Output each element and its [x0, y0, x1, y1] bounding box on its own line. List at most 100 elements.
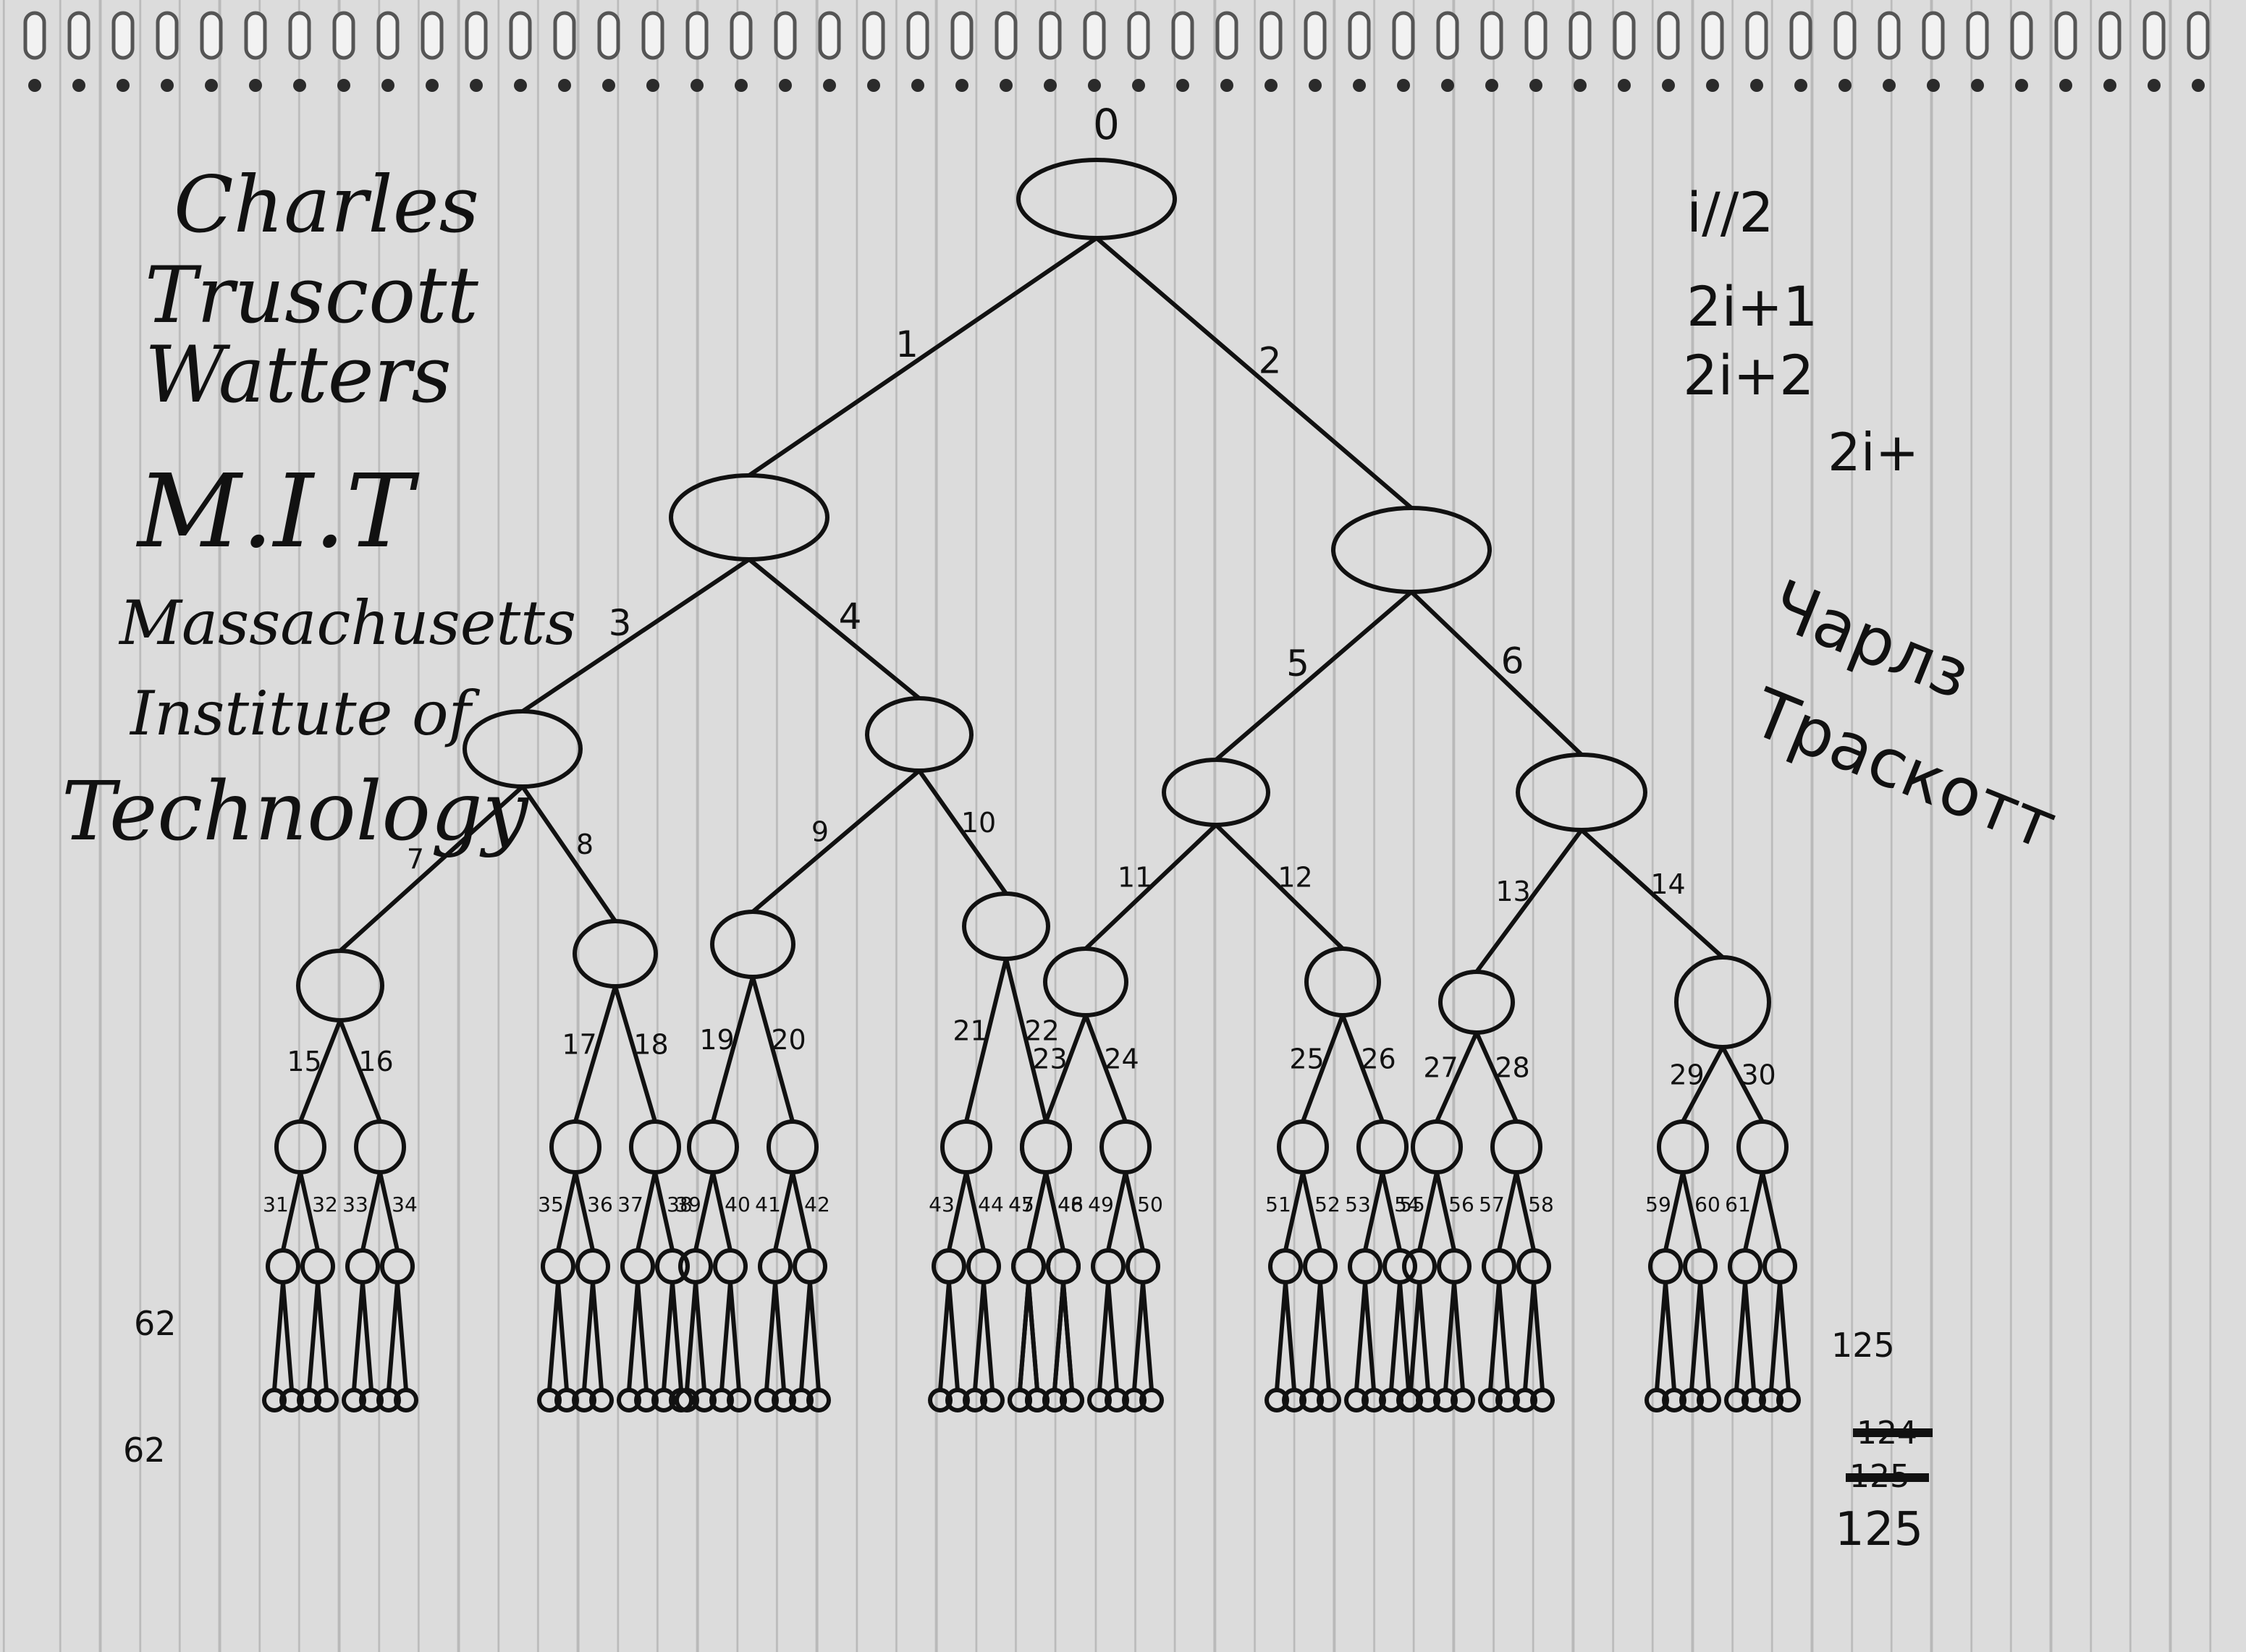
- spiral-ring: [1436, 11, 1459, 60]
- edge-label: 5: [1286, 643, 1309, 685]
- leaf-node: [1361, 1388, 1386, 1412]
- leaf-edge: [582, 1280, 595, 1392]
- spiral-ring: [2187, 11, 2210, 60]
- edge-label: 3: [609, 602, 632, 644]
- leaf-node: [1662, 1388, 1686, 1412]
- spiral-ring: [950, 11, 974, 60]
- edge-label: 13: [1495, 876, 1530, 907]
- leaf-edge: [1283, 1280, 1296, 1392]
- leaf-node: [1495, 1388, 1520, 1412]
- tree-node: [1331, 506, 1492, 594]
- binding-hole: [2148, 79, 2161, 92]
- spiral-ring: [1524, 11, 1548, 60]
- leaf-edge: [1409, 1280, 1422, 1392]
- edge-label: 50: [1137, 1193, 1163, 1216]
- tree-node: [1657, 1119, 1709, 1174]
- binding-hole: [1397, 79, 1410, 92]
- tree-node: [932, 1248, 966, 1284]
- leaf-edge: [1363, 1280, 1376, 1392]
- edge-label: 11: [1118, 862, 1152, 894]
- tree-edge: [653, 1170, 675, 1253]
- edge-label: 48: [1057, 1193, 1084, 1216]
- tree-edge: [1497, 1170, 1519, 1253]
- institute-line-3: Technology: [62, 765, 530, 859]
- cyrillic-surname: Траскотт: [1742, 674, 2067, 865]
- edge-label: 28: [1495, 1052, 1529, 1084]
- leaf-edge: [1398, 1280, 1411, 1392]
- tree-node: [274, 1119, 326, 1174]
- tree-node: [1728, 1248, 1762, 1284]
- tree-node: [620, 1248, 655, 1284]
- tree-node: [296, 949, 384, 1022]
- leaf-node: [709, 1388, 734, 1412]
- binding-hole: [1000, 79, 1013, 92]
- binding-hole: [1750, 79, 1763, 92]
- tree-node: [966, 1248, 1001, 1284]
- binding-hole: [249, 79, 262, 92]
- spiral-ring: [1966, 11, 1989, 60]
- leaf-node: [789, 1388, 814, 1412]
- leaf-edge: [1488, 1280, 1501, 1392]
- leaf-node: [1265, 1388, 1289, 1412]
- spiral-ring: [200, 11, 223, 60]
- edge-label: 60: [1694, 1193, 1721, 1216]
- binding-hole: [1441, 79, 1454, 92]
- tree-node: [629, 1119, 681, 1174]
- leaf-node: [675, 1388, 699, 1412]
- leaf-node: [376, 1388, 401, 1412]
- leaf-node: [1025, 1388, 1050, 1412]
- binding-hole: [691, 79, 704, 92]
- spiral-ring: [2010, 11, 2033, 60]
- leaf-node: [359, 1388, 384, 1412]
- tree-edge: [613, 984, 657, 1124]
- edge-label: 6: [1501, 640, 1524, 682]
- tree-node: [266, 1248, 300, 1284]
- spiral-ring: [1569, 11, 1592, 60]
- tree-node: [1091, 1248, 1126, 1284]
- leaf-node: [1433, 1388, 1458, 1412]
- binding-hole: [1618, 79, 1631, 92]
- tree-edge: [1283, 1170, 1305, 1253]
- tree-edge: [751, 975, 795, 1124]
- tree-edge: [1004, 957, 1048, 1124]
- tree-edge: [338, 1018, 382, 1124]
- leaf-node: [554, 1388, 579, 1412]
- tree-edge: [573, 984, 617, 1124]
- binding-hole: [1529, 79, 1542, 92]
- leaf-edge: [719, 1280, 733, 1392]
- formula-left-child: 2i+1: [1686, 274, 1818, 339]
- edge-label: 47: [1008, 1193, 1034, 1216]
- leaf-edge: [1275, 1280, 1288, 1392]
- edge-label: 55: [1399, 1193, 1425, 1216]
- leaf-edge: [1769, 1280, 1782, 1392]
- binding-hole: [911, 79, 924, 92]
- leaf-node: [1398, 1388, 1423, 1412]
- edge-label: 2: [1259, 340, 1282, 382]
- tree-node: [940, 1119, 992, 1174]
- formula-partial: 2i+: [1828, 422, 1919, 483]
- spiral-ring: [995, 11, 1018, 60]
- spiral-ring: [553, 11, 576, 60]
- leaf-node: [1742, 1388, 1766, 1412]
- tree-edge: [636, 1170, 657, 1253]
- tree-node: [1277, 1119, 1329, 1174]
- leaf-node: [945, 1388, 970, 1412]
- tree-node: [1411, 1119, 1463, 1174]
- edge-label: 25: [1289, 1043, 1324, 1075]
- leaf-edge: [1655, 1280, 1668, 1392]
- leaf-node: [1042, 1388, 1067, 1412]
- tree-node: [1736, 1119, 1789, 1174]
- binding-hole: [1132, 79, 1145, 92]
- tree-edge: [556, 1170, 578, 1253]
- spiral-ring: [1083, 11, 1106, 60]
- edge-label: 12: [1278, 862, 1312, 894]
- spiral-ring: [2142, 11, 2166, 60]
- edge-label: 44: [978, 1193, 1004, 1216]
- tree-node: [758, 1248, 793, 1284]
- leftmost-leaf-label: 62: [123, 1431, 166, 1470]
- spiral-ring: [67, 11, 90, 60]
- tree-node: [1382, 1248, 1417, 1284]
- leaf-edge: [636, 1280, 649, 1392]
- tree-node: [1016, 158, 1177, 240]
- spiral-ring: [465, 11, 488, 60]
